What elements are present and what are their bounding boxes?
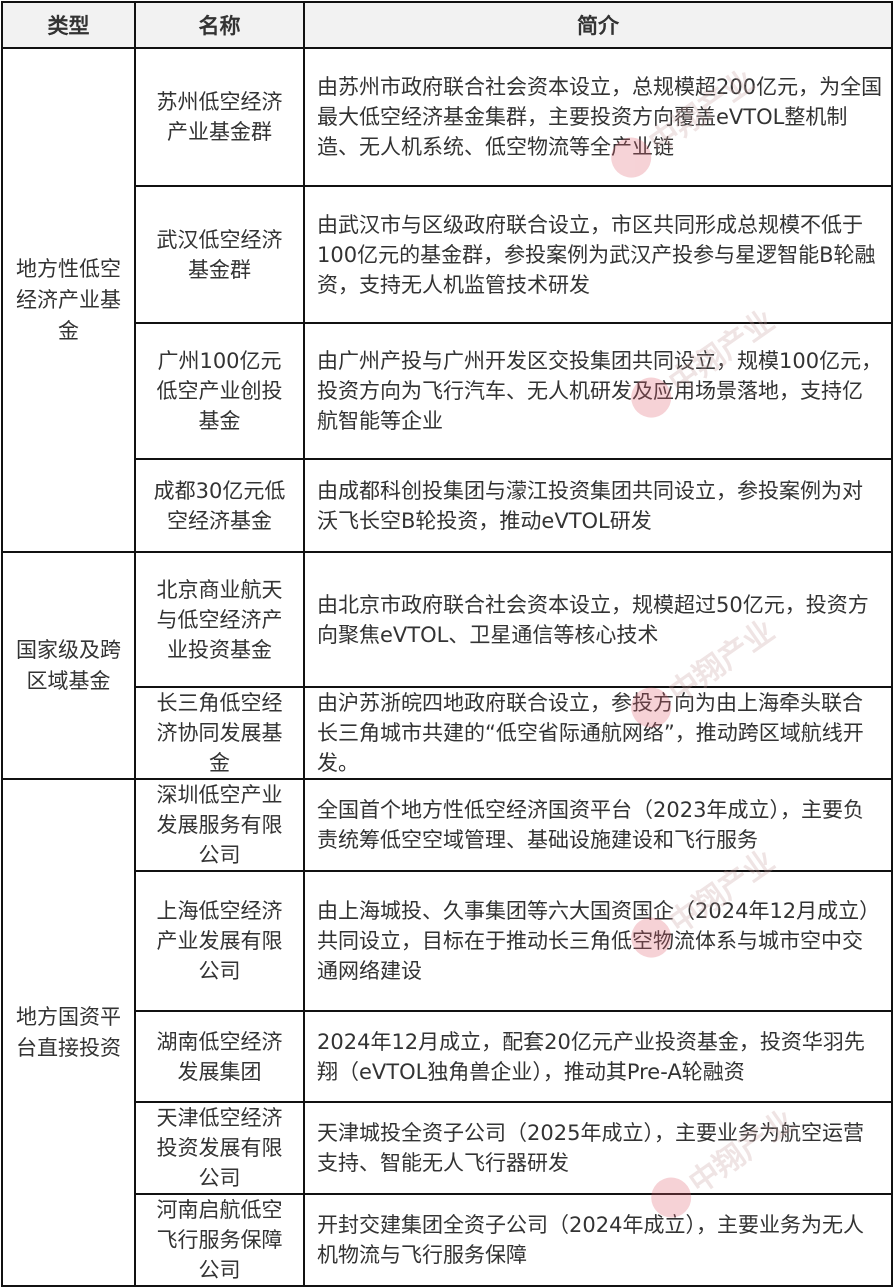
desc-cell: 由广州产投与广州开发区交投集团共同设立，规模100亿元，投资方向为飞行汽车、无人… <box>303 322 893 460</box>
type-cell: 国家级及跨区域基金 <box>1 551 136 780</box>
name-cell: 河南启航低空飞行服务保障公司 <box>134 1193 305 1287</box>
desc-cell: 开封交建集团全资子公司（2024年成立），主要业务为无人机物流与飞行服务保障 <box>303 1193 893 1287</box>
header-row: 类型 名称 简介 <box>1 1 893 49</box>
table-row: 地方国资平台直接投资 深圳低空产业发展服务有限公司 全国首个地方性低空经济国资平… <box>1 778 893 1287</box>
type-cell: 地方性低空经济产业基金 <box>1 47 136 553</box>
header-name: 名称 <box>134 1 305 49</box>
table-row: 成都30亿元低空经济基金 由成都科创投集团与濛江投资集团共同设立，参投案例为对沃… <box>2 458 893 553</box>
type-cell: 地方国资平台直接投资 <box>1 778 136 1287</box>
name-cell: 武汉低空经济基金群 <box>134 185 305 324</box>
desc-cell: 由上海城投、久事集团等六大国资国企（2024年12月成立）共同设立，目标在于推动… <box>303 870 893 1012</box>
table-row: 长三角低空经济协同发展基金 由沪苏浙皖四地政府联合设立，参投方向为由上海牵头联合… <box>2 686 893 780</box>
name-cell: 长三角低空经济协同发展基金 <box>134 686 305 780</box>
desc-cell: 由北京市政府联合社会资本设立，规模超过50亿元，投资方向聚焦eVTOL、卫星通信… <box>303 551 893 688</box>
header-desc: 简介 <box>303 1 893 49</box>
name-cell: 天津低空经济投资发展有限公司 <box>134 1101 305 1195</box>
desc-cell: 全国首个地方性低空经济国资平台（2023年成立），主要负责统筹低空空域管理、基础… <box>303 778 893 872</box>
table-row: 地方性低空经济产业基金 苏州低空经济产业基金群 由苏州市政府联合社会资本设立，总… <box>1 47 893 553</box>
header-type: 类型 <box>1 1 136 49</box>
table-row: 国家级及跨区域基金 北京商业航天与低空经济产业投资基金 由北京市政府联合社会资本… <box>1 551 893 780</box>
desc-cell: 由武汉市与区级政府联合设立，市区共同形成总规模不低于100亿元的基金群，参投案例… <box>303 185 893 324</box>
table-row: 广州100亿元低空产业创投基金 由广州产投与广州开发区交投集团共同设立，规模10… <box>2 322 893 460</box>
desc-cell: 由沪苏浙皖四地政府联合设立，参投方向为由上海牵头联合长三角城市共建的“低空省际通… <box>303 686 893 780</box>
desc-cell: 天津城投全资子公司（2025年成立），主要业务为航空运营支持、智能无人飞行器研发 <box>303 1101 893 1195</box>
name-cell: 上海低空经济产业发展有限公司 <box>134 870 305 1012</box>
table-row: 武汉低空经济基金群 由武汉市与区级政府联合设立，市区共同形成总规模不低于100亿… <box>2 185 893 324</box>
name-cell: 深圳低空产业发展服务有限公司 <box>134 778 305 872</box>
table-row: 天津低空经济投资发展有限公司 天津城投全资子公司（2025年成立），主要业务为航… <box>2 1101 893 1195</box>
table-row: 湖南低空经济发展集团 2024年12月成立，配套20亿元产业投资基金，投资华羽先… <box>2 1010 893 1103</box>
name-cell: 湖南低空经济发展集团 <box>134 1010 305 1103</box>
desc-cell: 由成都科创投集团与濛江投资集团共同设立，参投案例为对沃飞长空B轮投资，推动eVT… <box>303 458 893 553</box>
table-row: 上海低空经济产业发展有限公司 由上海城投、久事集团等六大国资国企（2024年12… <box>2 870 893 1012</box>
desc-cell: 2024年12月成立，配套20亿元产业投资基金，投资华羽先翔（eVTOL独角兽企… <box>303 1010 893 1103</box>
desc-cell: 由苏州市政府联合社会资本设立，总规模超200亿元，为全国最大低空经济基金集群，主… <box>303 47 893 187</box>
name-cell: 成都30亿元低空经济基金 <box>134 458 305 553</box>
name-cell: 北京商业航天与低空经济产业投资基金 <box>134 551 305 688</box>
name-cell: 广州100亿元低空产业创投基金 <box>134 322 305 460</box>
name-cell: 苏州低空经济产业基金群 <box>134 47 305 187</box>
table-row: 河南启航低空飞行服务保障公司 开封交建集团全资子公司（2024年成立），主要业务… <box>2 1193 893 1287</box>
